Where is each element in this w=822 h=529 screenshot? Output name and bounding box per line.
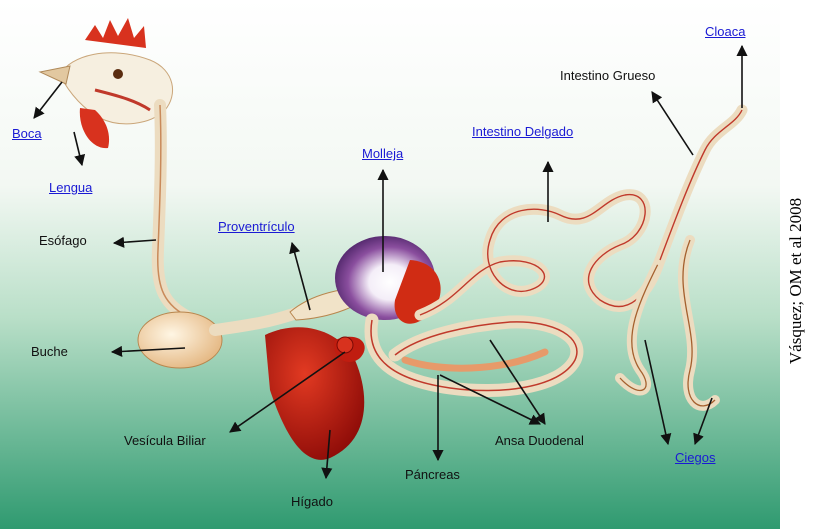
label-boca[interactable]: Boca (12, 126, 42, 142)
label-esofago: Esófago (39, 233, 87, 249)
label-vesicula-biliar: Vesícula Biliar (124, 433, 206, 449)
label-ansa-duodenal: Ansa Duodenal (495, 433, 584, 449)
label-ciegos[interactable]: Ciegos (675, 450, 715, 466)
label-buche: Buche (31, 344, 68, 360)
label-higado: Hígado (291, 494, 333, 510)
label-intestino-delgado[interactable]: Intestino Delgado (472, 124, 573, 140)
label-proventriculo[interactable]: Proventrículo (218, 219, 295, 235)
image-credit: Vásquez; OM et al 2008 (771, 36, 821, 526)
label-lengua[interactable]: Lengua (49, 180, 92, 196)
diagram-illustration (0, 0, 780, 529)
gallbladder-organ (337, 337, 353, 353)
digestive-system-diagram: Boca Lengua Esófago Buche Proventrículo … (0, 0, 780, 529)
label-pancreas: Páncreas (405, 467, 460, 483)
label-molleja[interactable]: Molleja (362, 146, 403, 162)
label-cloaca[interactable]: Cloaca (705, 24, 745, 40)
credit-text: Vásquez; OM et al 2008 (786, 198, 806, 364)
crop-organ (138, 312, 222, 368)
label-intestino-grueso: Intestino Grueso (560, 68, 655, 84)
